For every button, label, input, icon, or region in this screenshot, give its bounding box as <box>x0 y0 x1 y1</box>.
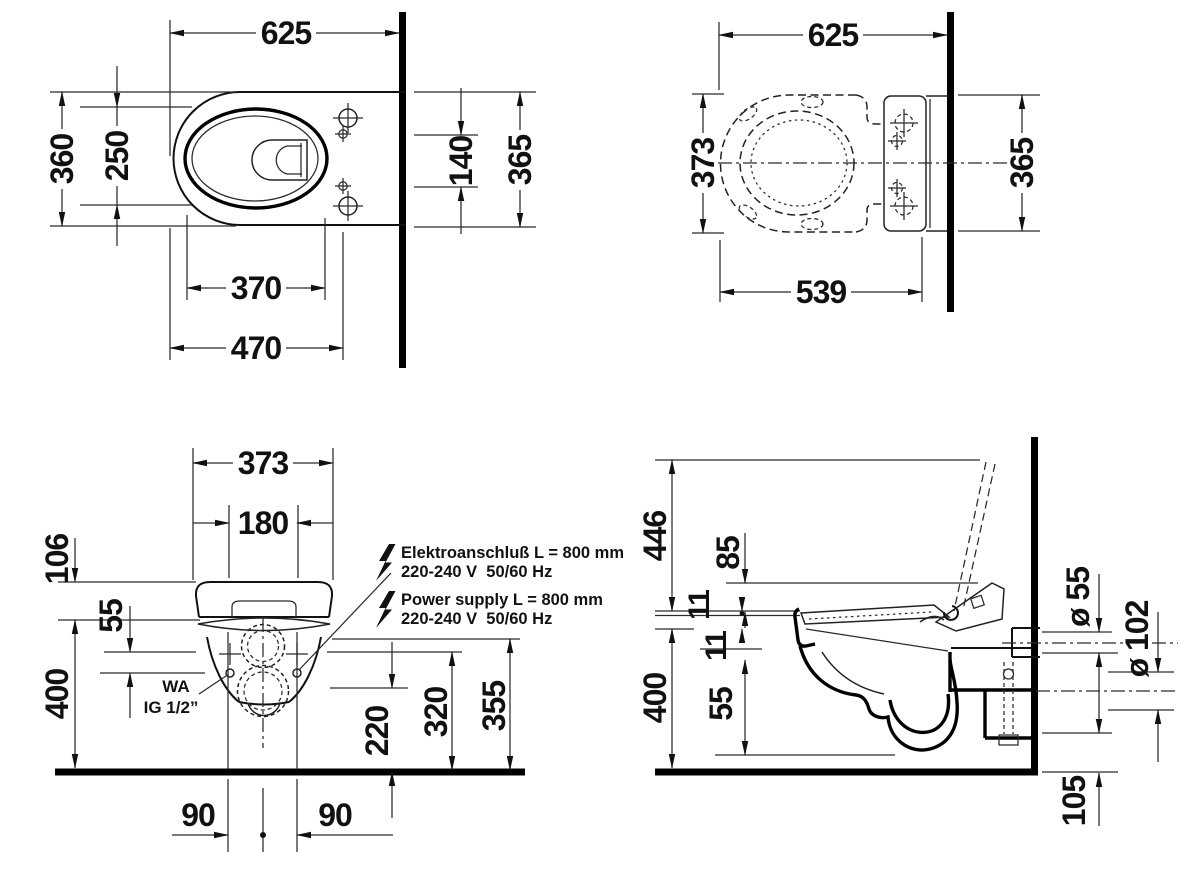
view-side: 446 85 11 11 400 55 ø 55 ø 102 105 <box>637 437 1178 826</box>
dim-55-side: 55 <box>703 687 739 721</box>
label-power-supply: Power supply L = 800 mm <box>401 591 603 609</box>
dim-373-front: 373 <box>238 445 289 481</box>
fixing-holes-dashed <box>888 109 918 220</box>
lightning-icon <box>376 591 396 628</box>
dim-85: 85 <box>710 536 746 570</box>
power-leader-line <box>298 572 392 671</box>
dim-105: 105 <box>1056 776 1092 827</box>
label-wa: WA <box>162 677 189 696</box>
center-and-bolt-lines <box>227 618 298 852</box>
view-plan-seat: 625 373 365 539 <box>685 12 1040 312</box>
fixing-holes <box>333 103 363 221</box>
dim-90-right: 90 <box>318 797 352 833</box>
label-elektroanschluss: Elektroanschluß L = 800 mm <box>401 544 624 562</box>
dim-90-left: 90 <box>181 797 215 833</box>
dim-365-bowl: 365 <box>502 135 538 186</box>
dim-106: 106 <box>39 534 75 585</box>
dim-625: 625 <box>261 15 312 51</box>
dim-250: 250 <box>99 131 135 182</box>
ceramic-back <box>883 95 947 232</box>
wall-connections <box>951 627 1178 746</box>
dim-539: 539 <box>796 274 847 310</box>
shower-seat-unit <box>934 582 1005 632</box>
dim-55-front: 55 <box>93 599 129 633</box>
drain-connection-circle <box>236 664 290 718</box>
dim-400-side: 400 <box>637 673 673 724</box>
dim-11-lower: 11 <box>700 631 733 661</box>
dim-dia-102: ø 102 <box>1119 600 1155 677</box>
dim-625-seat: 625 <box>808 17 859 53</box>
label-elektro-voltage: 220-240 V 50/60 Hz <box>401 563 552 581</box>
label-power-voltage: 220-240 V 50/60 Hz <box>401 610 552 628</box>
dim-446: 446 <box>637 511 673 562</box>
seat-lid-outline <box>719 94 884 233</box>
dim-400-front: 400 <box>39 669 75 720</box>
dim-140: 140 <box>443 136 479 187</box>
dim-355: 355 <box>476 681 512 732</box>
water-inlet-point <box>225 668 235 678</box>
dim-220: 220 <box>359 706 395 757</box>
bowl-outline <box>172 91 406 226</box>
lightning-icon <box>376 544 396 581</box>
dim-dia-55: ø 55 <box>1060 567 1096 627</box>
view-plan-bowl: 625 360 250 140 365 370 470 <box>44 12 538 368</box>
seat-bumpers <box>738 95 824 231</box>
vertical-drain-pipe <box>1003 662 1014 734</box>
label-wa-thread: IG 1/2” <box>144 698 199 717</box>
bowl-rim-outer <box>183 107 329 210</box>
dim-180: 180 <box>238 505 289 541</box>
flush-outlet <box>251 139 308 181</box>
dim-11-upper: 11 <box>683 590 716 620</box>
dim-373-seat: 373 <box>685 138 721 189</box>
bowl-rim-inner <box>191 115 319 202</box>
seat-side-profile <box>793 461 1005 648</box>
view-front: WA IG 1/2” Elektroanschluß L = 800 mm 22… <box>39 445 624 852</box>
dim-360: 360 <box>44 134 80 185</box>
bowl-front <box>206 636 322 717</box>
bowl-side-profile <box>798 628 959 752</box>
wa-leader-line <box>198 675 227 695</box>
dim-370: 370 <box>231 270 282 306</box>
seat-lid-front <box>194 581 334 632</box>
dim-470: 470 <box>231 330 282 366</box>
dim-365-seat: 365 <box>1004 138 1040 189</box>
dim-320: 320 <box>418 687 454 738</box>
